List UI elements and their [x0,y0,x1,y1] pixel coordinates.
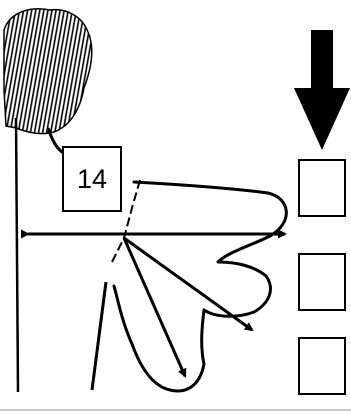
answer-choice-3[interactable] [298,337,346,395]
tree-canopy-icon [3,8,93,135]
diagonal-arrow-icon [123,236,254,332]
down-arrow-icon [294,30,350,150]
answer-choice-2[interactable] [298,253,346,311]
diagonal-arrow-icon [122,237,187,378]
leaf-midrib [111,179,141,263]
number-label: 14 [62,146,122,212]
leaf-lower-stem [90,281,108,391]
leaf-outline-icon [112,180,288,393]
answer-choice-1[interactable] [298,159,346,217]
tree-trunk [14,117,20,393]
